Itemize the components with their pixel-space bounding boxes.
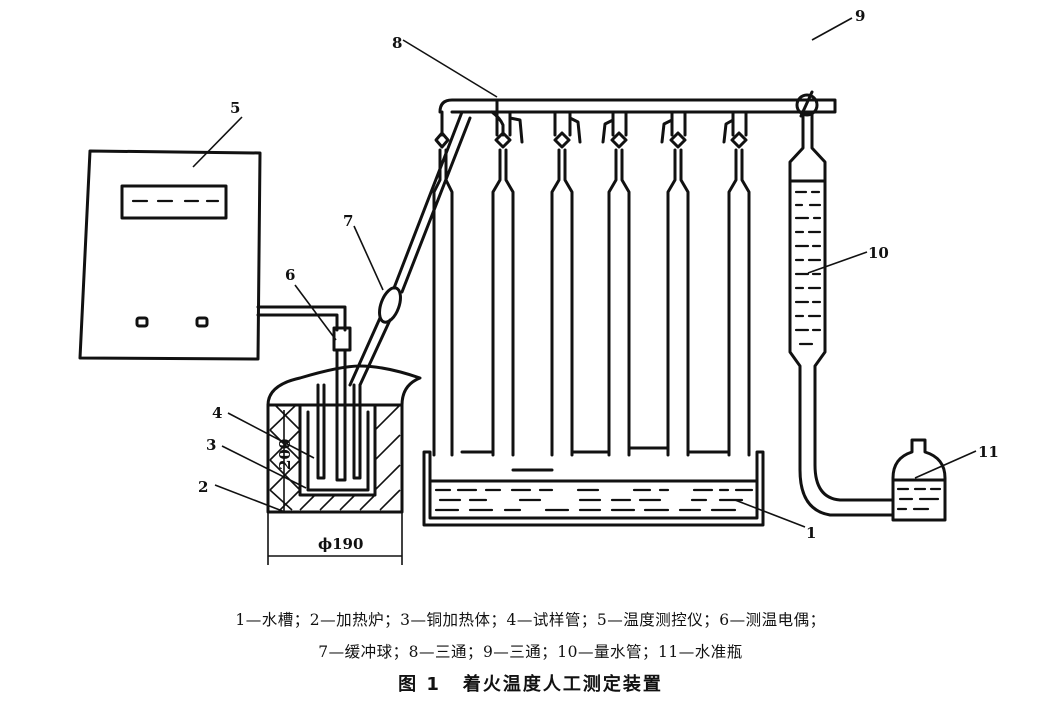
callout-1: 1 — [806, 524, 816, 542]
leveling-bottle — [891, 438, 947, 522]
tank-divider-lines — [460, 446, 731, 472]
water-tank — [422, 446, 765, 527]
diameter-dimension: ϕ190 — [267, 512, 403, 565]
figure-number: 图 1 — [398, 674, 441, 695]
buffer-bulb-assembly — [348, 110, 472, 387]
apparatus-diagram: 200 ϕ190 — [78, 7, 999, 565]
buffer-bulb — [378, 286, 402, 324]
callout-7: 7 — [343, 212, 353, 230]
gas-column — [601, 110, 631, 457]
height-dimension: 200 — [276, 439, 294, 470]
legend-line-2: 7—缓冲球；8—三通；9—三通；10—量水管；11—水准瓶 — [318, 643, 743, 661]
callout-9: 9 — [855, 7, 865, 25]
manifold-pipe — [438, 98, 837, 114]
controller-display — [120, 184, 228, 220]
gas-column — [660, 110, 690, 457]
furnace-hatching — [269, 404, 401, 511]
callout-11: 11 — [978, 443, 999, 461]
temperature-controller — [78, 149, 262, 361]
gas-column — [432, 110, 454, 457]
callout-6: 6 — [285, 266, 295, 284]
callout-8: 8 — [392, 34, 402, 52]
three-way-valve-9 — [795, 90, 819, 118]
gas-columns — [432, 98, 751, 457]
svg-text:ϕ190: ϕ190 — [318, 535, 363, 553]
callouts: 5 6 7 8 9 10 11 1 2 3 4 — [192, 7, 999, 542]
thermocouple — [335, 348, 347, 482]
measuring-water-tube — [788, 113, 895, 517]
thermocouple-cable — [256, 305, 347, 332]
gas-column — [722, 110, 751, 457]
sample-tube — [352, 383, 362, 480]
callout-2: 2 — [198, 478, 208, 496]
gas-column — [490, 98, 524, 457]
heating-furnace: 200 — [266, 348, 422, 514]
callout-10: 10 — [868, 244, 889, 262]
gas-column — [550, 110, 582, 457]
thermocouple-connector — [332, 326, 352, 352]
controller-knob-right — [195, 316, 209, 328]
legend-line-1: 1—水槽；2—加热炉；3—铜加热体；4—试样管；5—温度测控仪；6—测温电偶； — [235, 611, 826, 629]
callout-4: 4 — [212, 404, 222, 422]
figure-title: 着火温度人工测定装置 — [462, 674, 663, 695]
sample-tube — [316, 383, 326, 480]
callout-5: 5 — [230, 99, 240, 117]
callout-3: 3 — [206, 436, 216, 454]
figure-caption: 图 1 着火温度人工测定装置 — [0, 670, 1061, 696]
water-dashes — [794, 190, 822, 346]
controller-knob-left — [135, 316, 149, 328]
